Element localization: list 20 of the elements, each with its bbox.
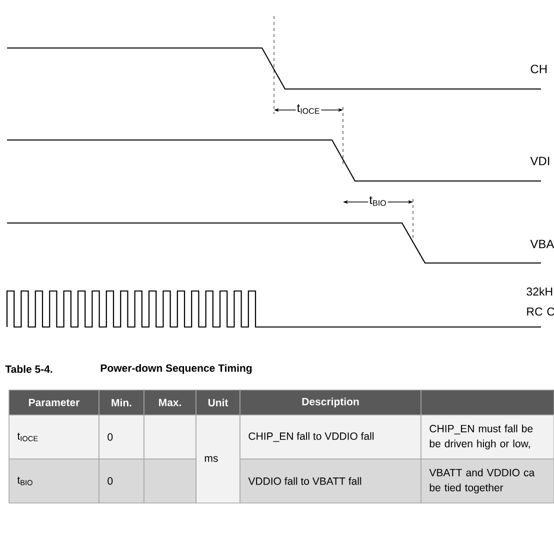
table-cell: 0 [98,458,144,504]
table-title: Power-down Sequence Timing [100,364,252,374]
table-cell: t$_{BIO}$ [8,458,100,504]
header-cell: Parameter [8,390,100,416]
signal-name: VBA [530,240,554,248]
header-cell: Unit [196,390,240,416]
table-cell: CHIP_EN must fall be be driven high or low, [420,414,554,460]
signal-name: CH [530,64,547,74]
timing-label: t$_{BIO}$ [368,195,388,207]
table-cell: VDDIO fall to VBATT fall [240,458,422,504]
signal-name: 32kH RC C [526,287,554,316]
table-number: Table 5-4. [5,365,52,373]
table-cell: ms [196,414,240,504]
timing-label: t$_{IOCE}$ [296,103,322,115]
table-cell: t$_{IOCE}$ [8,414,100,460]
table-cell: 0 [98,414,144,460]
header-cell: Min. [98,390,144,416]
signal-name: VDI [530,156,550,166]
table-cell: VBATT and VDDIO ca be tied together [420,458,554,504]
header-cell: Max. [144,390,196,416]
